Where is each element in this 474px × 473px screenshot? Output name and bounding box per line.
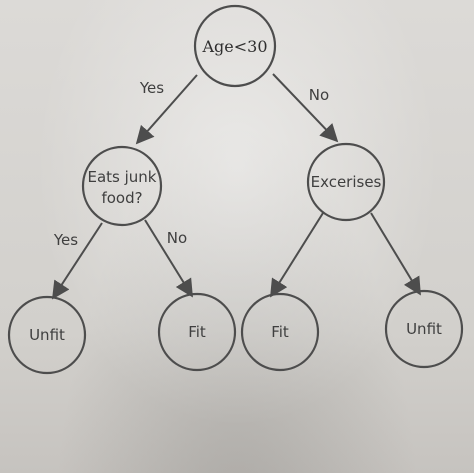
- edge-label-root-yes: Yes: [139, 79, 164, 97]
- leaf-fit-left: Fit: [157, 292, 237, 372]
- edge-root-yes: [135, 74, 198, 145]
- edge-label-root-no: No: [309, 86, 329, 104]
- node-exercises-label: Excerises: [311, 173, 382, 191]
- node-eats-junk-food-label-line2: food?: [101, 189, 142, 207]
- leaf-unfit-left: Unfit: [7, 295, 87, 375]
- leaf-fit-right-label: Fit: [271, 323, 289, 341]
- edge-label-junk-yes: Yes: [53, 231, 78, 249]
- leaf-unfit-left-circle: [7, 295, 87, 375]
- node-eats-junk-food-label-line1: Eats junk: [87, 168, 156, 186]
- node-exercises: Excerises: [306, 142, 386, 222]
- edge-junk-yes: [52, 222, 103, 300]
- edge-label-junk-no: No: [167, 229, 187, 247]
- node-eats-junk-food-circle: [81, 145, 163, 227]
- edge-root-no: [272, 73, 339, 143]
- leaf-unfit-right-circle: [384, 289, 464, 369]
- leaf-fit-right-circle: [240, 292, 320, 372]
- node-root: Age<30: [193, 4, 277, 88]
- node-eats-junk-food: Eats junk food?: [81, 145, 163, 227]
- node-root-circle: [193, 4, 277, 88]
- node-root-label: Age<30: [201, 37, 267, 56]
- leaf-unfit-left-label: Unfit: [29, 326, 65, 344]
- leaf-unfit-right-label: Unfit: [406, 320, 442, 338]
- leaf-fit-right: Fit: [240, 292, 320, 372]
- leaf-fit-left-circle: [157, 292, 237, 372]
- edge-exercise-right: [370, 212, 421, 296]
- leaf-unfit-right: Unfit: [384, 289, 464, 369]
- edge-exercise-left: [270, 212, 324, 298]
- edge-junk-no: [144, 219, 193, 298]
- leaf-fit-left-label: Fit: [188, 323, 206, 341]
- node-exercises-circle: [306, 142, 386, 222]
